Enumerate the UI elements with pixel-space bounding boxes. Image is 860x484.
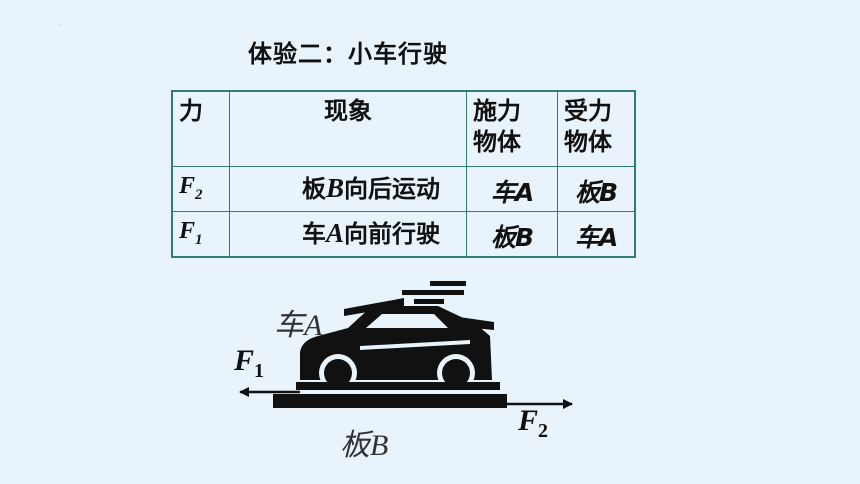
row1-applier-cell: 车A bbox=[466, 166, 558, 212]
row1-phen-post: 向后运动 bbox=[344, 175, 441, 203]
corner-dot: · bbox=[60, 22, 62, 29]
row2-phen-pre: 车 bbox=[302, 220, 326, 248]
board-b bbox=[273, 394, 507, 408]
row2-phenomenon: 车A向前行驶 bbox=[230, 212, 466, 251]
row2-applier: 板B bbox=[490, 223, 534, 252]
header-applier: 施力 物体 bbox=[467, 92, 557, 158]
f2-label: F2 bbox=[518, 404, 548, 443]
speed-lines bbox=[402, 281, 466, 304]
row1-force-cell: F2 bbox=[171, 166, 230, 212]
row1-receiver: 板B bbox=[574, 178, 618, 207]
row1-phen-var: B bbox=[326, 173, 345, 203]
page-title: 体验二：小车行驶 bbox=[248, 40, 448, 68]
row2-applier-cell: 板B bbox=[466, 211, 558, 258]
header-applier-cell: 施力 物体 bbox=[466, 90, 558, 167]
header-phenomenon: 现象 bbox=[324, 97, 372, 125]
table-row: F2 板B向后运动 车A 板B bbox=[171, 166, 636, 212]
table-header-row: 力 现象 施力 物体 受力 物体 bbox=[171, 90, 636, 167]
header-applier-line2: 物体 bbox=[473, 128, 521, 156]
table-row: F1 车A向前行驶 板B 车A bbox=[171, 211, 636, 258]
row2-force-cell: F1 bbox=[171, 211, 230, 258]
row2-receiver-cell: 车A bbox=[557, 211, 636, 258]
row2-phenomenon-cell: 车A向前行驶 bbox=[229, 211, 467, 258]
f1-sub: 1 bbox=[254, 360, 265, 382]
header-receiver-line1: 受力 bbox=[564, 97, 612, 125]
row2-phen-var: A bbox=[326, 218, 345, 248]
row1-receiver-cell: 板B bbox=[557, 166, 636, 212]
row1-applier: 车A bbox=[490, 178, 534, 207]
row2-force-sub: 1 bbox=[195, 231, 203, 248]
row1-phenomenon: 板B向后运动 bbox=[230, 167, 466, 206]
board-label: 板B bbox=[340, 429, 389, 462]
row2-force: F1 bbox=[173, 212, 229, 249]
header-receiver: 受力 物体 bbox=[558, 92, 634, 158]
f1-symbol: F bbox=[234, 344, 255, 377]
header-applier-line1: 施力 bbox=[473, 97, 521, 125]
row1-force-sub: 2 bbox=[195, 186, 203, 203]
row2-force-symbol: F bbox=[179, 218, 196, 244]
row2-receiver: 车A bbox=[574, 223, 618, 252]
force-table: 力 现象 施力 物体 受力 物体 F2 板B向后运动 车A 板B bbox=[171, 90, 636, 258]
row1-phen-pre: 板 bbox=[302, 175, 326, 203]
f2-sub: 2 bbox=[538, 420, 549, 442]
car-label: 车A bbox=[274, 309, 323, 342]
f1-label: F1 bbox=[234, 344, 264, 383]
row1-force-symbol: F bbox=[179, 173, 196, 199]
header-force: 力 bbox=[179, 97, 203, 125]
f2-symbol: F bbox=[518, 404, 539, 437]
row1-force: F2 bbox=[173, 167, 229, 204]
header-receiver-line2: 物体 bbox=[564, 128, 612, 156]
car-a bbox=[296, 298, 500, 392]
row2-phen-post: 向前行驶 bbox=[344, 220, 441, 248]
